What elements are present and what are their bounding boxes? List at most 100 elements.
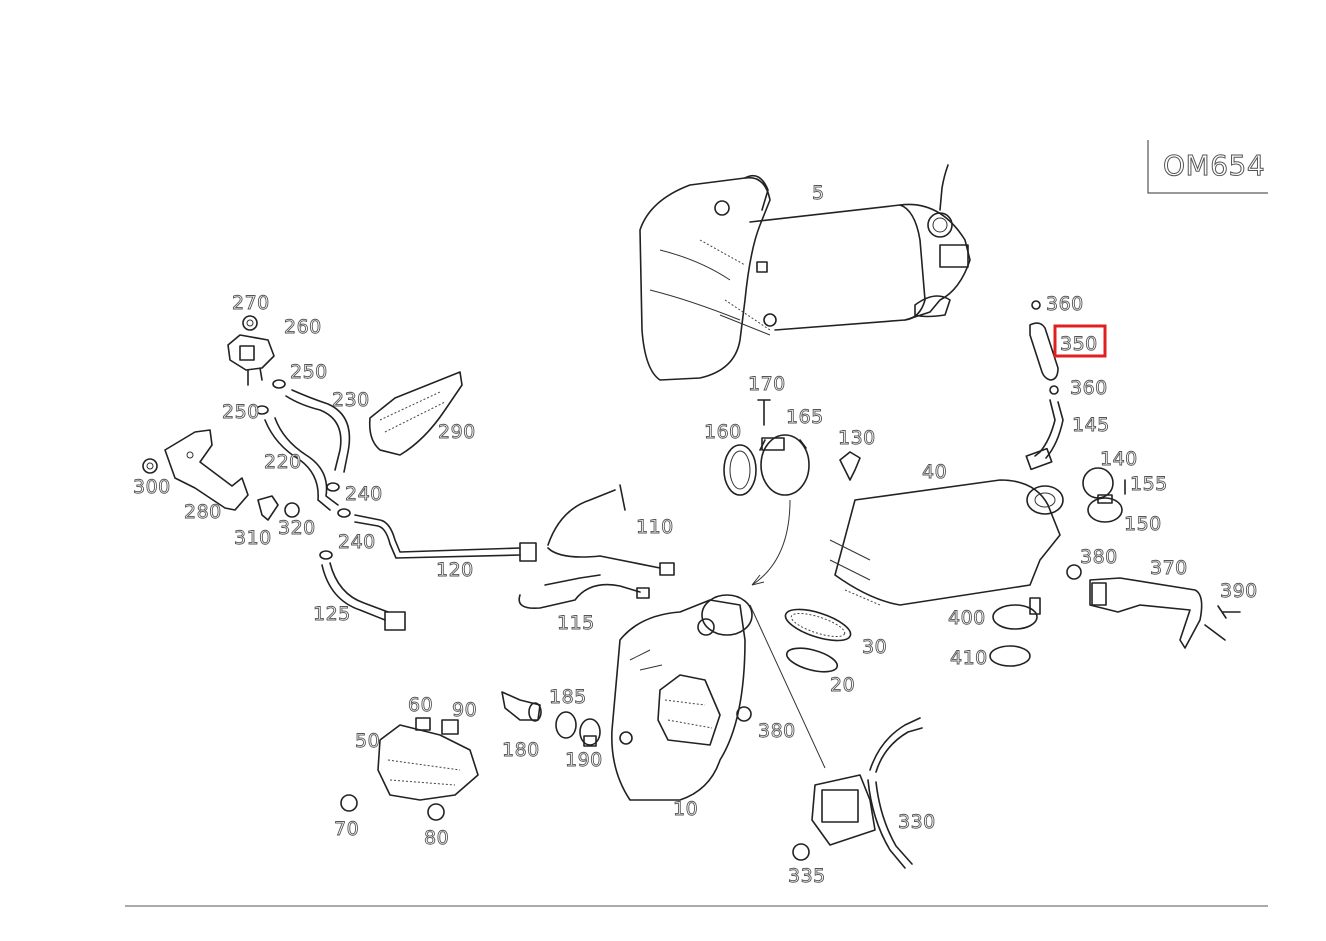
part-250-clamp-b[interactable]	[255, 405, 269, 415]
label-310[interactable]: 310	[234, 527, 272, 550]
label-240-a[interactable]: 240	[345, 483, 383, 506]
label-150[interactable]: 150	[1124, 513, 1162, 536]
label-130[interactable]: 130	[838, 427, 876, 450]
label-250-b[interactable]: 250	[222, 401, 260, 424]
assembly-arrow	[751, 499, 791, 586]
label-330[interactable]: 330	[898, 811, 936, 834]
label-185[interactable]: 185	[549, 686, 587, 709]
label-270[interactable]: 270	[232, 292, 270, 315]
part-240-clamp-b[interactable]	[337, 508, 351, 518]
part-10-housing[interactable]	[611, 594, 753, 801]
part-165-clamp[interactable]	[759, 434, 810, 496]
label-360-lower[interactable]: 360	[1070, 377, 1108, 400]
part-170-bolt[interactable]	[757, 399, 771, 426]
label-190[interactable]: 190	[565, 749, 603, 772]
part-190-clamp[interactable]	[579, 718, 601, 747]
part-5-dpf-upper[interactable]	[639, 164, 971, 381]
part-40-catalytic-converter[interactable]	[829, 479, 1064, 606]
label-360-upper[interactable]: 360	[1046, 293, 1084, 316]
part-20-gasket[interactable]	[784, 644, 839, 677]
label-160[interactable]: 160	[704, 421, 742, 444]
label-165[interactable]: 165	[786, 406, 824, 429]
label-280[interactable]: 280	[184, 501, 222, 524]
part-380-nut-lower[interactable]	[736, 706, 752, 722]
label-180[interactable]: 180	[502, 739, 540, 762]
label-50[interactable]: 50	[355, 730, 381, 753]
part-360-clamp-upper[interactable]	[1031, 300, 1041, 310]
label-335[interactable]: 335	[788, 865, 826, 888]
label-170[interactable]: 170	[748, 373, 786, 396]
label-60[interactable]: 60	[408, 694, 434, 717]
label-380-lower[interactable]: 380	[758, 720, 796, 743]
part-320-nut[interactable]	[284, 502, 300, 518]
label-300[interactable]: 300	[133, 476, 171, 499]
part-90-clip[interactable]	[441, 719, 459, 735]
part-280-bracket[interactable]	[164, 429, 249, 511]
part-350-hose[interactable]	[1029, 322, 1059, 381]
part-270-nut[interactable]	[242, 315, 258, 331]
label-120[interactable]: 120	[436, 559, 474, 582]
label-90[interactable]: 90	[452, 699, 478, 722]
part-160-gasket[interactable]	[723, 444, 757, 496]
part-115-temp-sensor[interactable]	[518, 574, 650, 610]
part-290-heat-shield[interactable]	[368, 371, 463, 456]
part-230-hose[interactable]	[285, 389, 351, 473]
part-260-pressure-sensor[interactable]	[227, 334, 275, 386]
part-370-bracket[interactable]	[1089, 577, 1226, 649]
label-115[interactable]: 115	[557, 612, 595, 635]
part-145-pipe[interactable]	[1025, 399, 1064, 471]
label-20[interactable]: 20	[830, 674, 856, 697]
label-10[interactable]: 10	[673, 798, 699, 821]
label-290[interactable]: 290	[438, 421, 476, 444]
label-140[interactable]: 140	[1100, 448, 1138, 471]
label-400[interactable]: 400	[948, 607, 986, 630]
label-380-right[interactable]: 380	[1080, 546, 1118, 569]
part-410-gasket[interactable]	[989, 645, 1031, 667]
part-150-clamp[interactable]	[1087, 494, 1123, 523]
part-310-clip[interactable]	[257, 495, 279, 521]
part-70-bolt[interactable]	[340, 794, 358, 812]
label-220[interactable]: 220	[264, 451, 302, 474]
part-240-clamp-a[interactable]	[326, 482, 340, 492]
label-5[interactable]: 5	[812, 182, 825, 205]
part-130-bolt[interactable]	[839, 451, 861, 481]
part-300-nut[interactable]	[142, 458, 158, 474]
part-185-gasket[interactable]	[555, 711, 577, 739]
part-330-control-unit[interactable]	[749, 604, 923, 869]
part-390-bolt[interactable]	[1217, 605, 1241, 619]
label-390[interactable]: 390	[1220, 580, 1258, 603]
label-350[interactable]: 350	[1060, 333, 1098, 356]
part-180-sensor[interactable]	[501, 691, 542, 722]
label-230[interactable]: 230	[332, 389, 370, 412]
part-400-clamp[interactable]	[992, 597, 1041, 630]
part-120-pipe[interactable]	[354, 514, 537, 562]
label-30[interactable]: 30	[862, 636, 888, 659]
part-125-pipe[interactable]	[319, 550, 406, 631]
part-380-nut-right[interactable]	[1066, 564, 1082, 580]
label-370[interactable]: 370	[1150, 557, 1188, 580]
part-50-heat-shield[interactable]	[377, 724, 479, 801]
label-250-a[interactable]: 250	[290, 361, 328, 384]
part-360-clamp-lower[interactable]	[1049, 385, 1059, 395]
part-80-nut[interactable]	[427, 803, 445, 821]
part-140-gasket[interactable]	[1082, 467, 1114, 499]
part-60-clip[interactable]	[415, 717, 431, 731]
label-80[interactable]: 80	[424, 827, 450, 850]
part-labels: 5 360 350 360 145 270 260 250 230 250 29…	[133, 182, 1258, 888]
part-335-nut[interactable]	[792, 843, 810, 861]
engine-code-box: OM654	[1147, 140, 1268, 194]
label-110[interactable]: 110	[636, 516, 674, 539]
part-30-clamp[interactable]	[782, 603, 854, 647]
label-410[interactable]: 410	[950, 647, 988, 670]
label-40[interactable]: 40	[922, 461, 948, 484]
label-145[interactable]: 145	[1072, 414, 1110, 437]
label-125[interactable]: 125	[313, 603, 351, 626]
part-250-clamp-a[interactable]	[272, 379, 286, 389]
label-260[interactable]: 260	[284, 316, 322, 339]
label-70[interactable]: 70	[334, 818, 360, 841]
part-110-temp-sensor[interactable]	[547, 484, 675, 576]
label-320[interactable]: 320	[278, 517, 316, 540]
label-240-b[interactable]: 240	[338, 531, 376, 554]
label-155[interactable]: 155	[1130, 473, 1168, 496]
